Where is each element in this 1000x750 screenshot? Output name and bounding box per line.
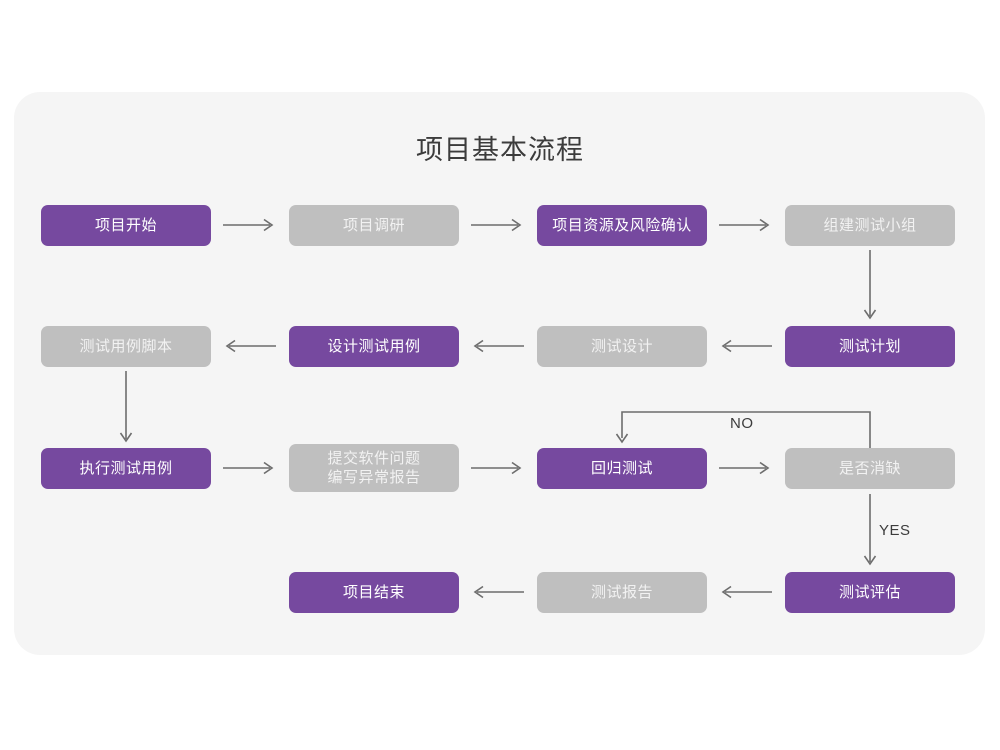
arrow-left-4 [470, 585, 526, 599]
arrow-left-1 [222, 339, 278, 353]
arrow-right-2 [470, 218, 526, 232]
edge-label-no: NO [730, 415, 754, 432]
node-submit-defect-report[interactable]: 提交软件问题 编写异常报告 [289, 444, 459, 492]
arrow-left-3 [718, 339, 774, 353]
node-test-plan[interactable]: 测试计划 [785, 326, 955, 367]
node-project-end[interactable]: 项目结束 [289, 572, 459, 613]
node-defect-resolved-decision[interactable]: 是否消缺 [785, 448, 955, 489]
node-design-testcase[interactable]: 设计测试用例 [289, 326, 459, 367]
flowchart-card [14, 92, 985, 655]
node-test-design[interactable]: 测试设计 [537, 326, 707, 367]
arrow-down-team-to-plan [862, 250, 878, 324]
arrow-right-4 [222, 461, 278, 475]
loop-no-path [614, 408, 882, 452]
arrow-down-script-to-execute [118, 371, 134, 447]
arrow-right-1 [222, 218, 278, 232]
node-test-report[interactable]: 测试报告 [537, 572, 707, 613]
edge-label-yes: YES [879, 522, 911, 539]
page-title: 项目基本流程 [416, 135, 584, 165]
node-execute-testcase[interactable]: 执行测试用例 [41, 448, 211, 489]
node-test-evaluation[interactable]: 测试评估 [785, 572, 955, 613]
node-testcase-script[interactable]: 测试用例脚本 [41, 326, 211, 367]
arrow-right-5 [470, 461, 526, 475]
node-build-test-team[interactable]: 组建测试小组 [785, 205, 955, 246]
arrow-left-2 [470, 339, 526, 353]
arrow-down-yes [862, 494, 878, 570]
node-regression-test[interactable]: 回归测试 [537, 448, 707, 489]
node-resource-risk-confirm[interactable]: 项目资源及风险确认 [537, 205, 707, 246]
arrow-right-3 [718, 218, 774, 232]
arrow-right-6 [718, 461, 774, 475]
node-project-research[interactable]: 项目调研 [289, 205, 459, 246]
node-project-start[interactable]: 项目开始 [41, 205, 211, 246]
arrow-left-5 [718, 585, 774, 599]
